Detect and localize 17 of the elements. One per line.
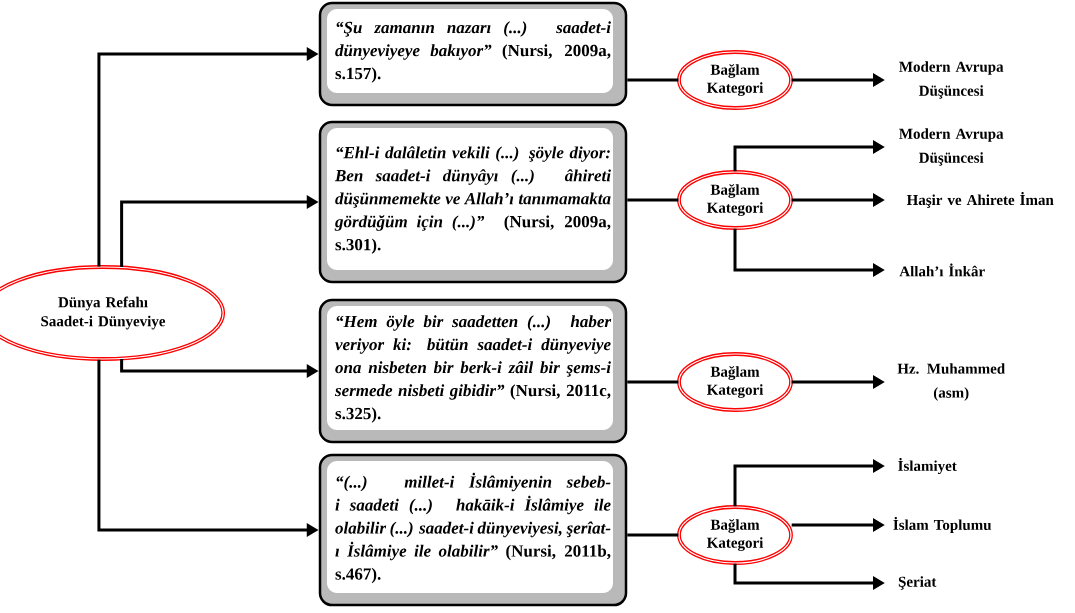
category-label: İslam Toplumu <box>893 517 992 534</box>
oval: Bağlam Kategori <box>677 170 793 230</box>
category-label: Allah’ı İnkâr <box>899 263 985 277</box>
quote-box: “Şu zamanın nazarı (...) saadet-i dünyeviyeye bakıyor” (Nursi, 2009a, s.157). <box>318 1 628 107</box>
oval: Bağlam Kategori <box>677 50 793 110</box>
quote-box: “(...) millet-i İslâmiyenin sebeb-i saadeti (...) hakāik-i İslâmiye ile olabilir (...) saadet-i dünyeviyesi, şerîat-ı İslâmiye ile olabilir” (Nursi, 2011b, s.467). <box>318 453 628 607</box>
quote-box: “Hem öyle bir saadetten (...) haber veriyor ki: bütün saadet-i dünyeviye ona nisbeten bir berk-i zâil bir şems-i sermede nisbeti gibidir” (Nursi, 2011c, s.325). <box>318 298 628 444</box>
oval: Bağlam Kategori <box>677 352 793 412</box>
category-label: Modern Avrupa Düşüncesi <box>899 61 1004 99</box>
quote-box: “Ehl-i dalâletin vekili (...) şöyle diyor: Ben saadet-i dünyâyı (...) âhireti düşünmemekte ve Allah’ı tanımamakta gördüğüm için (...)” (Nursi, 2009a, s.301). <box>318 120 628 284</box>
category-label: Şeriat <box>898 576 937 590</box>
oval: Bağlam Kategori <box>677 505 793 565</box>
oval: Dünya Refahı Saadet-i Dünyeviye <box>0 265 226 361</box>
category-label: Haşir ve Ahirete İman <box>906 192 1054 208</box>
category-label: Hz. Muhammed (asm) <box>897 363 1005 401</box>
category-label: Modern Avrupa Düşüncesi <box>899 128 1004 166</box>
category-label: İslamiyet <box>898 457 957 475</box>
